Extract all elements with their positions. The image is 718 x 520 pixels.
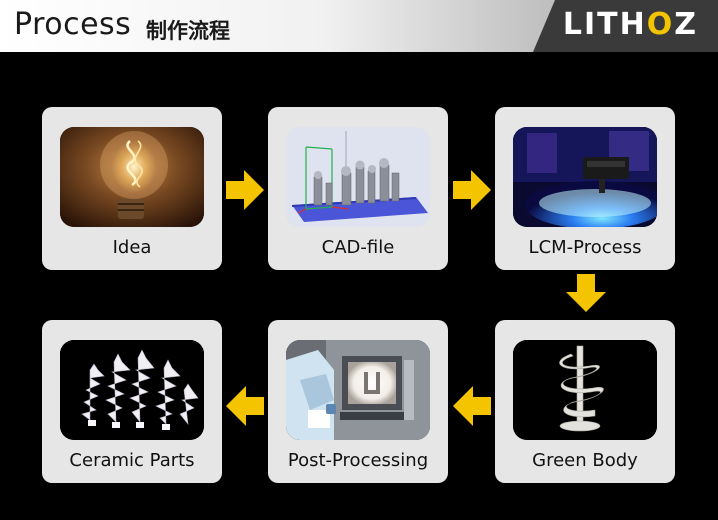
ceramic-parts-image (60, 340, 204, 440)
light-bulb-image (60, 127, 204, 227)
step-card-ceramic-parts: Ceramic Parts (42, 320, 222, 483)
step-label: Idea (112, 237, 152, 258)
step-label: LCM-Process (528, 237, 642, 258)
step-label: Green Body (532, 450, 638, 471)
page-title: Process (14, 7, 132, 42)
step-card-idea: Idea (42, 107, 222, 270)
arrow-left-icon (453, 386, 491, 426)
step-card-cad-file: CAD-file (268, 107, 448, 270)
step-label: CAD-file (321, 237, 395, 258)
step-card-green-body: Green Body (495, 320, 675, 483)
furnace-image (286, 340, 430, 440)
step-label: Post-Processing (287, 450, 429, 471)
step-card-post-processing: Post-Processing (268, 320, 448, 483)
page-subtitle: 制作流程 (146, 19, 230, 43)
arrow-down-icon (566, 274, 606, 312)
arrow-right-icon (453, 170, 491, 210)
lithoz-logo: LITHOZ (562, 7, 698, 42)
step-card-lcm-process: LCM-Process (495, 107, 675, 270)
step-label: Ceramic Parts (69, 450, 195, 471)
header-bar: Process 制作流程 LITHOZ (0, 0, 718, 52)
arrow-left-icon (226, 386, 264, 426)
green-body-spiral-image (513, 340, 657, 440)
arrow-right-icon (226, 170, 264, 210)
lcm-printer-image (513, 127, 657, 227)
logo-plate (533, 0, 718, 52)
cad-model-image (286, 127, 430, 227)
